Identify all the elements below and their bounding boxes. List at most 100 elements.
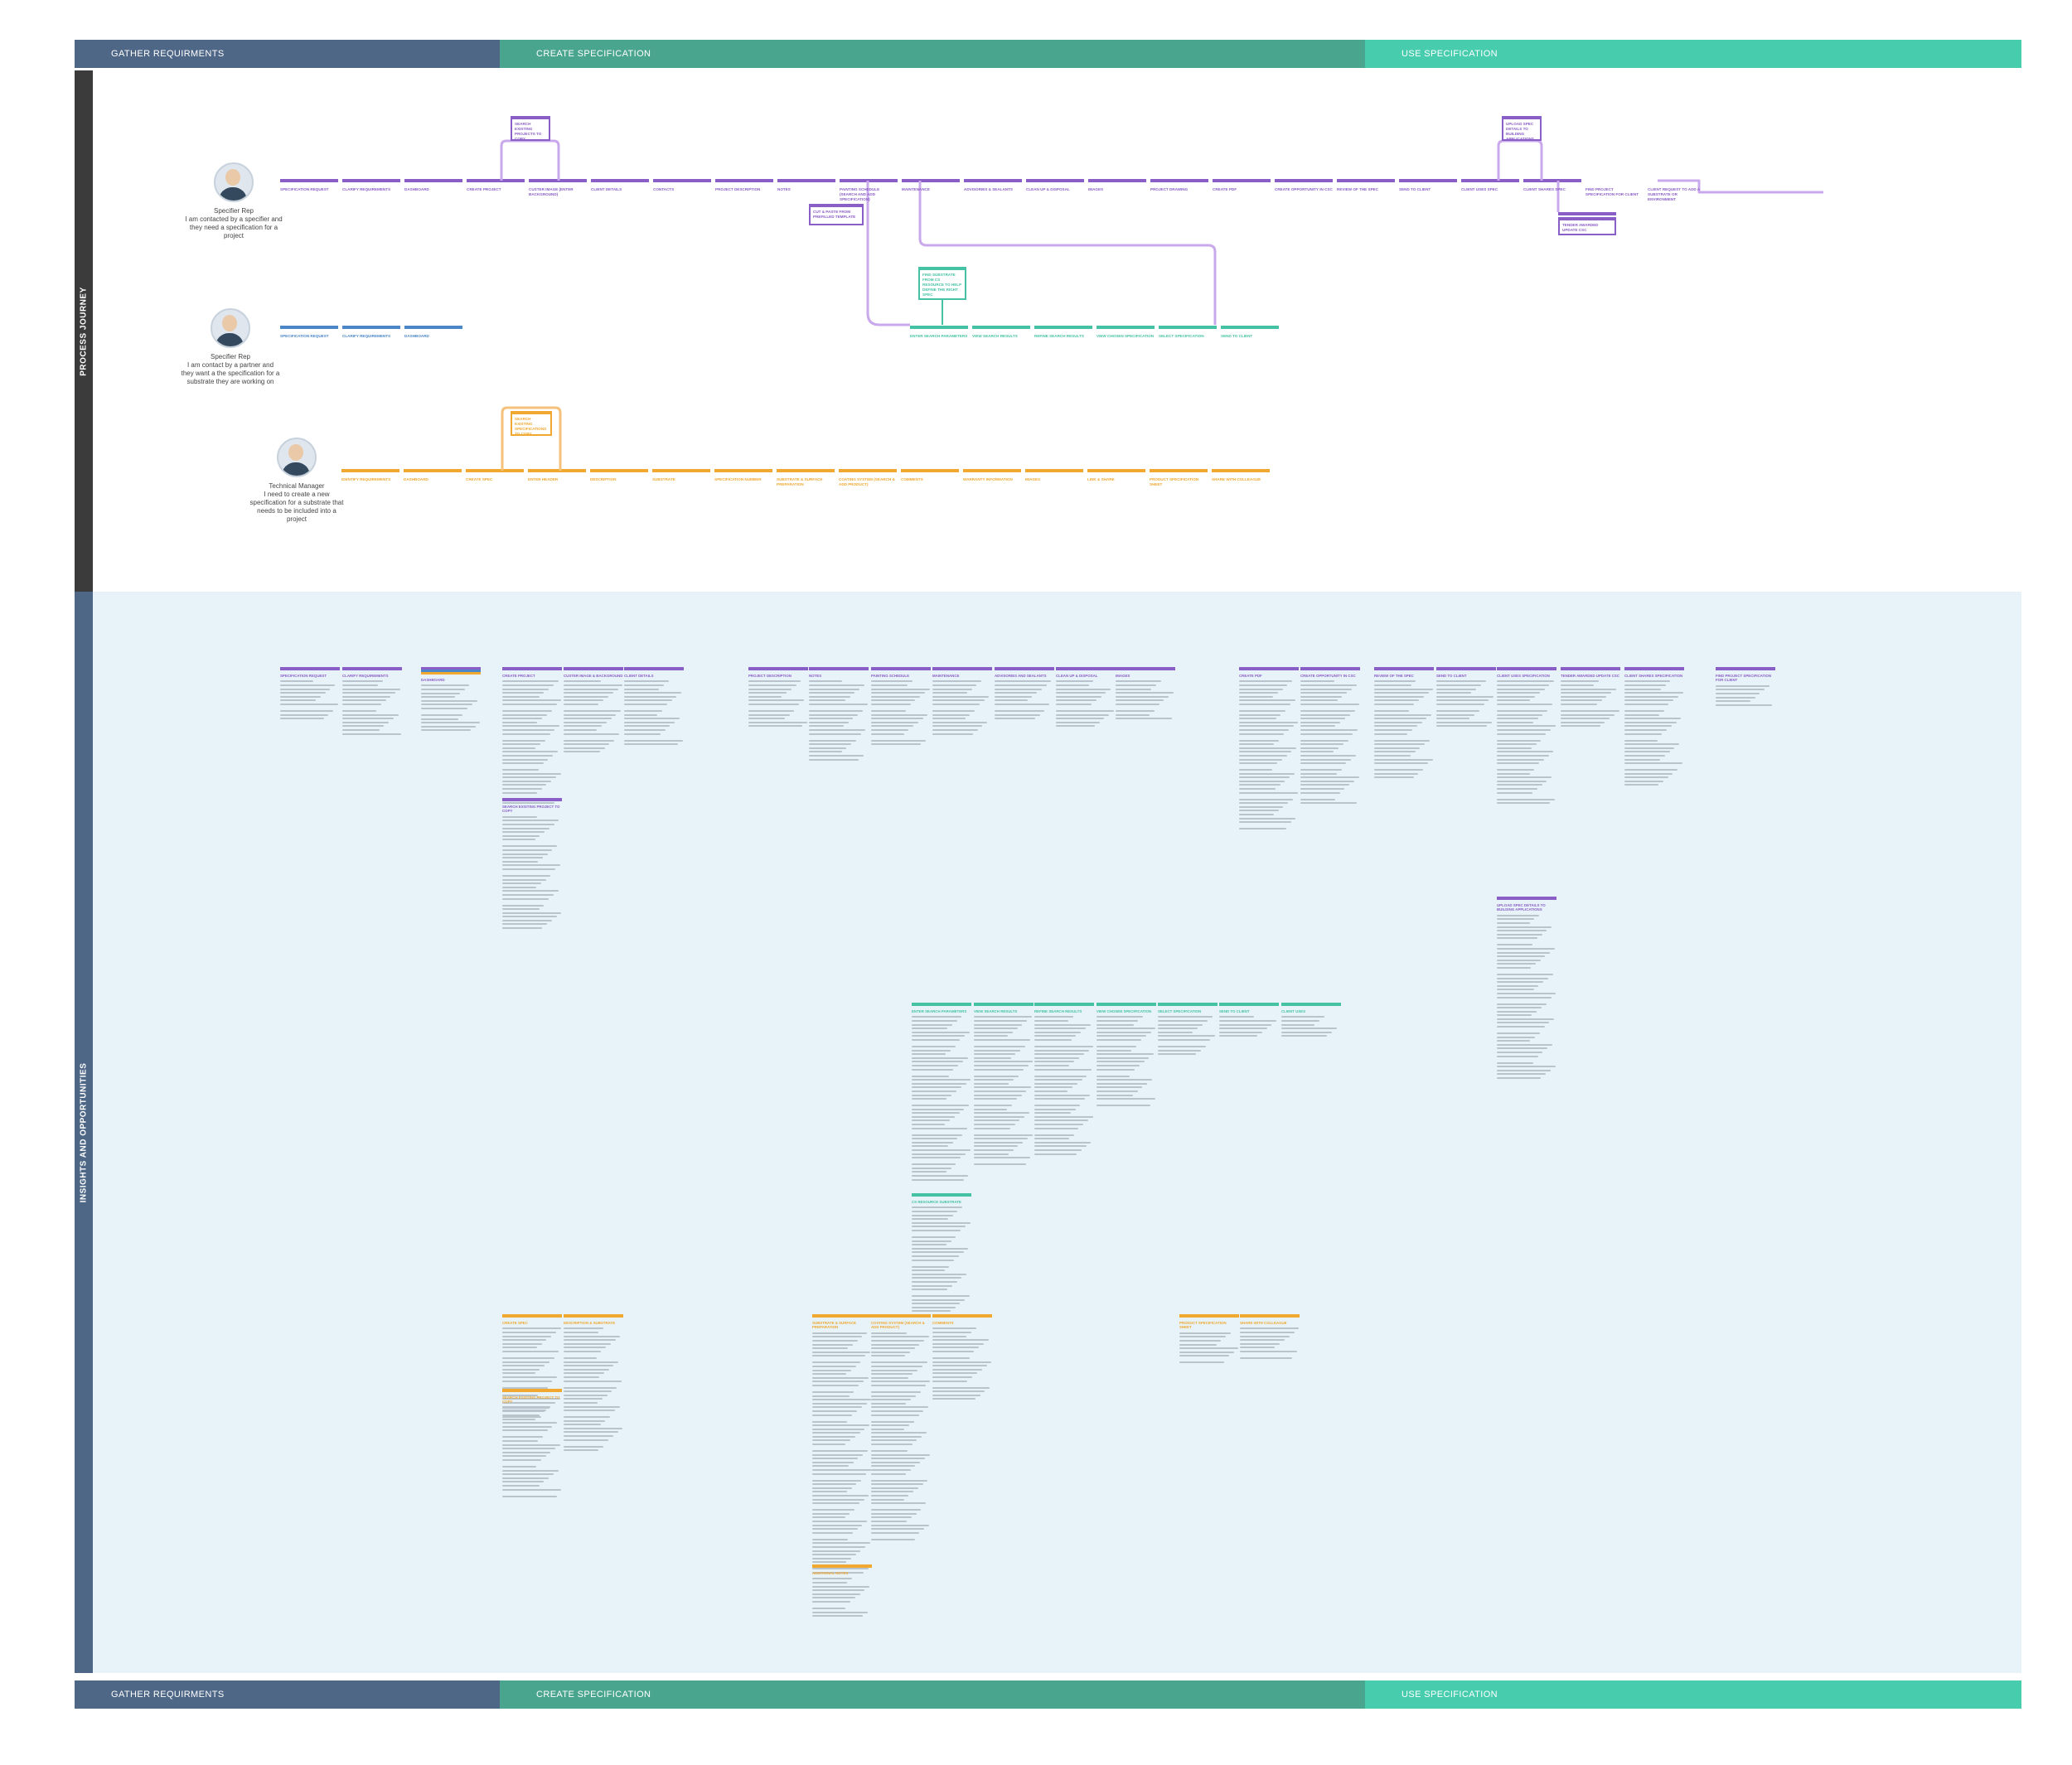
card-text-line [974,1028,1018,1030]
card-text-line [974,1075,1019,1077]
card-text-line [564,1386,617,1389]
card-text-line [871,1395,916,1397]
card-text-line [1300,743,1343,746]
card-text-line [812,1453,864,1456]
card-text-line [812,1528,858,1530]
card-text-line [1158,1023,1203,1026]
card-text-line [502,849,553,851]
card-text-line [1056,713,1110,716]
insight-card: SELECT SPECIFICATION [1158,1003,1218,1057]
card-text-line [564,1410,615,1412]
card-text-line [809,728,866,731]
card-text-line [1561,684,1595,686]
card-text-line [932,713,971,716]
card-text-line [1239,692,1278,694]
card-text-line [812,1343,853,1346]
card-text-line [1158,1016,1213,1018]
card-text-line [1056,680,1094,683]
card-text-line [1239,713,1281,716]
journey-step-label: DASHBOARD [404,477,428,481]
card-text-line [812,1589,865,1592]
card-text-line [1239,703,1290,705]
journey-step-label: MAINTENANCE [902,187,930,191]
card-text-line [974,1090,1027,1092]
card-title: CLEAN UP & DISPOSAL [1056,674,1098,678]
persona-specifier-rep-1: Specifier Rep I am contacted by a specif… [184,162,283,240]
card-text-line [871,1347,915,1350]
card-text-line [871,1502,927,1505]
insight-card: CLIENT USES SPECIFICATION [1497,667,1556,806]
card-text-line [1158,1031,1193,1033]
insight-card: CLIENT SHARES SPECIFICATION [1624,667,1684,788]
card-text-line [912,1082,966,1085]
card-text-line [748,721,807,723]
card-text-line [564,709,622,712]
card-text-line [1097,1061,1145,1063]
card-text-line [812,1361,861,1364]
card-text-line [809,754,864,757]
card-text-line [502,882,541,885]
card-text-line [502,762,544,765]
card-text-line [564,725,603,728]
card-text-line [502,916,557,918]
card-text-line [1561,709,1619,712]
card-text-line [1374,769,1424,771]
card-text-line [871,1439,917,1442]
insight-card: ADDITIONAL NOTES [812,1564,872,1619]
card-text-line [280,699,317,702]
journey-step-label: PROJECT DESCRIPTION [715,187,761,191]
card-text-line [1034,1075,1087,1077]
card-text-line [1034,1020,1069,1022]
card-text-line [502,802,554,805]
card-text-line [1239,814,1274,816]
card-text-line [1300,776,1359,779]
card-text-line [812,1347,849,1350]
card-title: IMAGES [1116,674,1130,678]
card-text-line [502,1361,549,1363]
card-text-line [564,1335,621,1337]
card-title: CREATE SPEC [502,1321,528,1325]
card-text-line [812,1355,866,1357]
card-text-line [974,1020,1028,1022]
card-text-line [912,1247,969,1250]
card-title: CUSTER IMAGE & BACKGROUND [564,674,623,678]
card-text-line [912,1255,959,1257]
journey-step-label: REVIEW OF THE SPEC [1337,187,1379,191]
card-text-line [502,878,546,881]
card-text-line [1034,1141,1092,1144]
card-text-line [871,1479,928,1482]
card-text-line [1374,709,1410,712]
card-text-line [912,1020,957,1022]
card-text-line [974,1068,1024,1071]
card-text-line [1624,772,1673,775]
card-text-line [812,1402,867,1405]
card-text-line [1300,769,1342,771]
card-text-line [871,1424,910,1427]
card-text-line [502,1342,542,1345]
card-text-line [932,703,980,705]
card-text-line [974,1035,1009,1037]
card-text-line [502,1372,535,1375]
card-text-line [912,1226,966,1228]
card-text-line [1116,680,1161,683]
card-text-line [1097,1105,1150,1107]
insight-card: PRODUCT SPECIFICATION SHEET [1179,1314,1239,1366]
card-text-line [502,1469,559,1472]
card-text-line [912,1045,956,1047]
card-text-line [1056,721,1100,723]
card-text-line [564,718,612,720]
journey-step-label: CLIENT SHARES SPEC [1523,187,1566,191]
card-text-line [502,827,549,829]
persona-description: I am contacted by a specifier and they n… [185,215,283,239]
card-text-line [1497,703,1552,705]
card-text-line [871,1410,924,1412]
card-text-line [932,718,966,720]
card-text-line [871,1453,930,1456]
card-text-line [1179,1361,1224,1364]
card-text-line [564,1424,601,1426]
card-text-line [974,1057,1011,1059]
persona-technical-manager: Technical Manager I need to create a new… [247,438,346,524]
card-text-line [1497,1018,1555,1020]
card-text-line [932,1380,968,1382]
